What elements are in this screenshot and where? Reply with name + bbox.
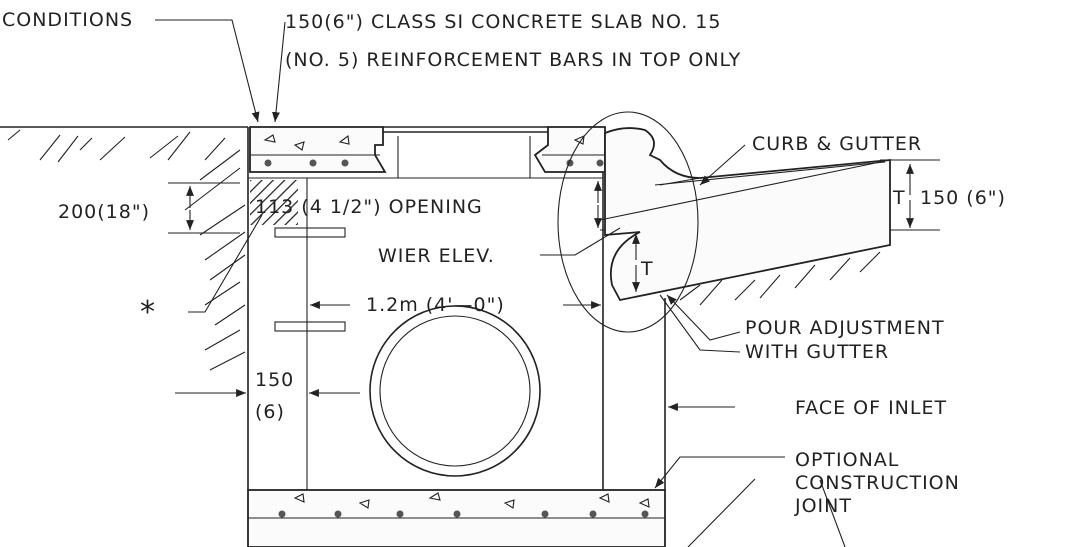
bottom-slab (247, 489, 666, 547)
pipe-outer (369, 305, 541, 477)
asterisk-label: * (140, 295, 156, 330)
wier-elev-label: WIER ELEV. (378, 245, 495, 267)
face-of-inlet-label: FACE OF INLET (795, 397, 947, 419)
ground-surface (0, 126, 548, 371)
pipe-inner (379, 315, 531, 467)
pour-adjustment-line2: WITH GUTTER (745, 341, 889, 363)
pour-adjustment-line1: POUR ADJUSTMENT (745, 317, 945, 339)
optional-line2: CONSTRUCTION (795, 472, 960, 494)
conditions-label: CONDITIONS (2, 9, 133, 31)
width-label: 1.2m (4'—0") (366, 294, 505, 316)
t-upper-label: T (892, 187, 906, 209)
step-rung (274, 321, 346, 332)
wall-6-label: (6) (255, 401, 285, 423)
optional-line3: JOINT (794, 495, 852, 517)
curb-gutter-label: CURB & GUTTER (752, 133, 922, 155)
dim-150-6-label: 150 (6") (920, 187, 1006, 209)
leaders (155, 19, 940, 547)
top-slab (249, 126, 606, 178)
dim-200-label: 200(18") (58, 201, 150, 223)
optional-line1: OPTIONAL (795, 449, 899, 471)
step-rung (274, 227, 346, 238)
slab-note-line1: 150(6") CLASS SI CONCRETE SLAB NO. 15 (285, 11, 721, 33)
wall-150-label: 150 (255, 369, 294, 391)
t-lower-label: T (640, 258, 654, 280)
slab-note-line2: (NO. 5) REINFORCEMENT BARS IN TOP ONLY (285, 49, 741, 71)
curb-gutter (557, 111, 891, 333)
opening-label: 113 (4 1/2") OPENING (255, 196, 483, 218)
wall-hatch (250, 180, 298, 225)
